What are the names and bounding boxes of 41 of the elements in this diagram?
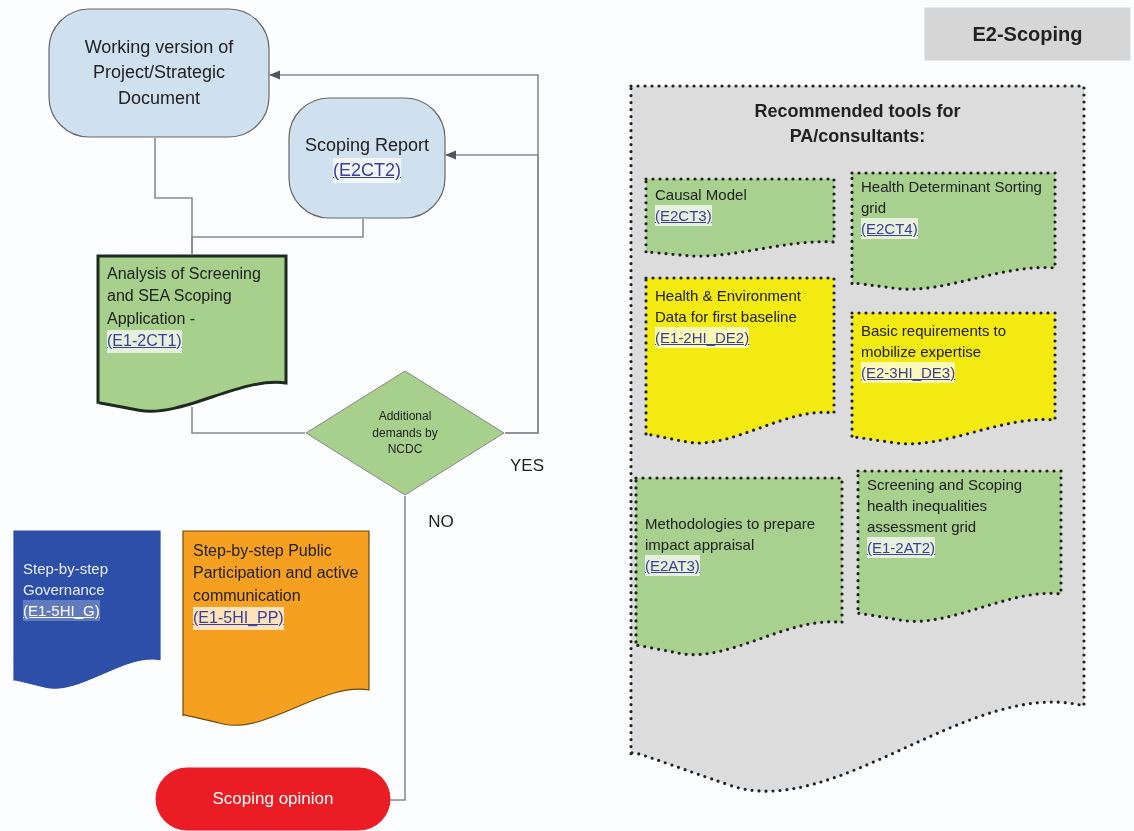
tool-document bbox=[851, 312, 1056, 447]
tool-document bbox=[851, 172, 1056, 292]
connector-line bbox=[191, 406, 306, 434]
terminal-box bbox=[288, 97, 446, 219]
node-label: Methodologies to prepare impact appraisal bbox=[645, 514, 817, 555]
reference-link: (E1-2HI_DE2) bbox=[655, 327, 750, 348]
node-label: Step-by-step Governance bbox=[23, 559, 110, 600]
reference-link: (E2CT3) bbox=[655, 205, 712, 226]
reference-link: (E2-3HI_DE3) bbox=[861, 362, 956, 383]
terminal-box bbox=[48, 8, 270, 138]
stage-header bbox=[925, 8, 1130, 60]
panel-heading: Recommended tools for PA/consultants: bbox=[753, 100, 962, 149]
tool-document bbox=[635, 477, 843, 659]
node-label: Health Determinant Sorting grid bbox=[861, 177, 1043, 218]
reference-link: (E2AT3) bbox=[645, 555, 700, 576]
reference-link: (E1-5HI_PP) bbox=[193, 607, 284, 630]
node-label: Additional demands by NCDC bbox=[371, 407, 439, 459]
tool-document bbox=[645, 178, 835, 258]
connector-line bbox=[191, 218, 364, 256]
reference-link: (E2CT2) bbox=[333, 158, 401, 184]
node-label: E2-Scoping bbox=[972, 22, 1083, 47]
node-label: Analysis of Screening and SEA Scoping Application - bbox=[107, 264, 262, 329]
reference-link: (E1-2CT1) bbox=[107, 330, 182, 353]
reference-link: (E1-2AT2) bbox=[867, 537, 936, 558]
reference-link: (E1-5HI_G) bbox=[23, 600, 100, 621]
tool-document bbox=[857, 470, 1062, 625]
node-label: Scoping opinion bbox=[212, 788, 334, 811]
connector-line bbox=[389, 495, 406, 801]
document-box bbox=[13, 530, 161, 692]
terminal-pill bbox=[156, 768, 390, 830]
reference-link: (E2CT4) bbox=[861, 218, 918, 239]
decision-diamond bbox=[305, 370, 505, 496]
node-label: Health & Environment Data for first baseline bbox=[655, 286, 802, 327]
node-label: Working version of Project/Strategic Document bbox=[83, 36, 235, 110]
node-label: Scoping Report bbox=[304, 133, 430, 157]
node-label: Screening and Scoping health inequalities assessment grid bbox=[867, 475, 1024, 537]
document-box bbox=[97, 255, 287, 415]
tool-document bbox=[645, 277, 835, 447]
node-label: Basic requirements to mobilize expertise bbox=[861, 321, 1008, 362]
node-label: Causal Model bbox=[655, 185, 747, 205]
node-label: Step-by-step Public Participation and active communication bbox=[193, 541, 359, 606]
